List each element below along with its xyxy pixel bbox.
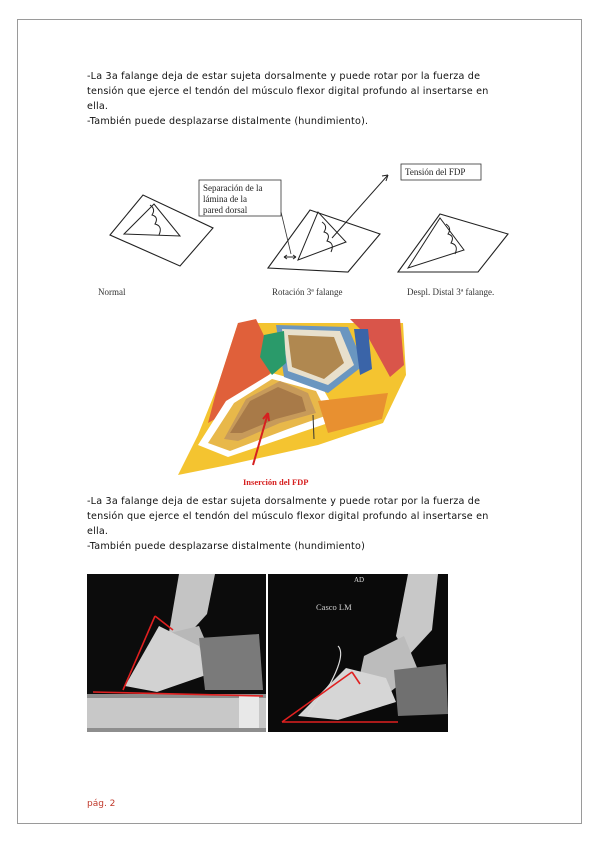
paragraph-1: -La 3a falange deja de estar sujeta dors…	[87, 69, 527, 129]
paragraph-1-line-4: -También puede desplazarse distalmente (…	[87, 116, 369, 127]
diagram-distal	[396, 213, 509, 273]
paragraph-2-line-1: -La 3a falange deja de estar sujeta dors…	[87, 496, 481, 507]
insertion-label: Inserción del FDP	[243, 477, 308, 487]
page-number: pág. 2	[87, 799, 116, 809]
paragraph-2-line-2: tensión que ejerce el tendón del músculo…	[87, 511, 489, 522]
xray-right: AD Casco LM	[268, 574, 448, 732]
separation-label-2: lámina de la	[203, 194, 247, 204]
diagram-normal	[109, 194, 214, 267]
xray-right-label-top: AD	[354, 576, 365, 584]
hoof-anatomy-illustration: Inserción del FDP	[178, 319, 406, 487]
paragraph-2: -La 3a falange deja de estar sujeta dors…	[87, 494, 527, 554]
separation-label-1: Separación de la	[203, 183, 262, 193]
paragraph-2-line-4: -También puede desplazarse distalmente (…	[87, 541, 366, 552]
page-frame	[17, 19, 582, 824]
tension-label-box	[400, 163, 482, 181]
paragraph-2-line-3: ella.	[87, 526, 109, 537]
xray-right-label-case: Casco LM	[316, 602, 352, 612]
xray-left	[87, 574, 266, 732]
separation-label-box	[198, 179, 282, 217]
separation-label-3: pared dorsal	[203, 205, 248, 215]
diagram-rotation	[266, 174, 389, 273]
caption-normal: Normal	[98, 287, 126, 297]
tension-label: Tensión del FDP	[405, 167, 465, 177]
paragraph-1-line-3: ella.	[87, 101, 109, 112]
caption-distal: Despl. Distal 3ª falange.	[407, 287, 494, 297]
paragraph-1-line-2: tensión que ejerce el tendón del músculo…	[87, 86, 489, 97]
hoof-diagram: Separación de la lámina de la pared dors…	[98, 163, 509, 297]
paragraph-1-line-1: -La 3a falange deja de estar sujeta dors…	[87, 71, 481, 82]
caption-rotation: Rotación 3ª falange	[272, 287, 342, 297]
